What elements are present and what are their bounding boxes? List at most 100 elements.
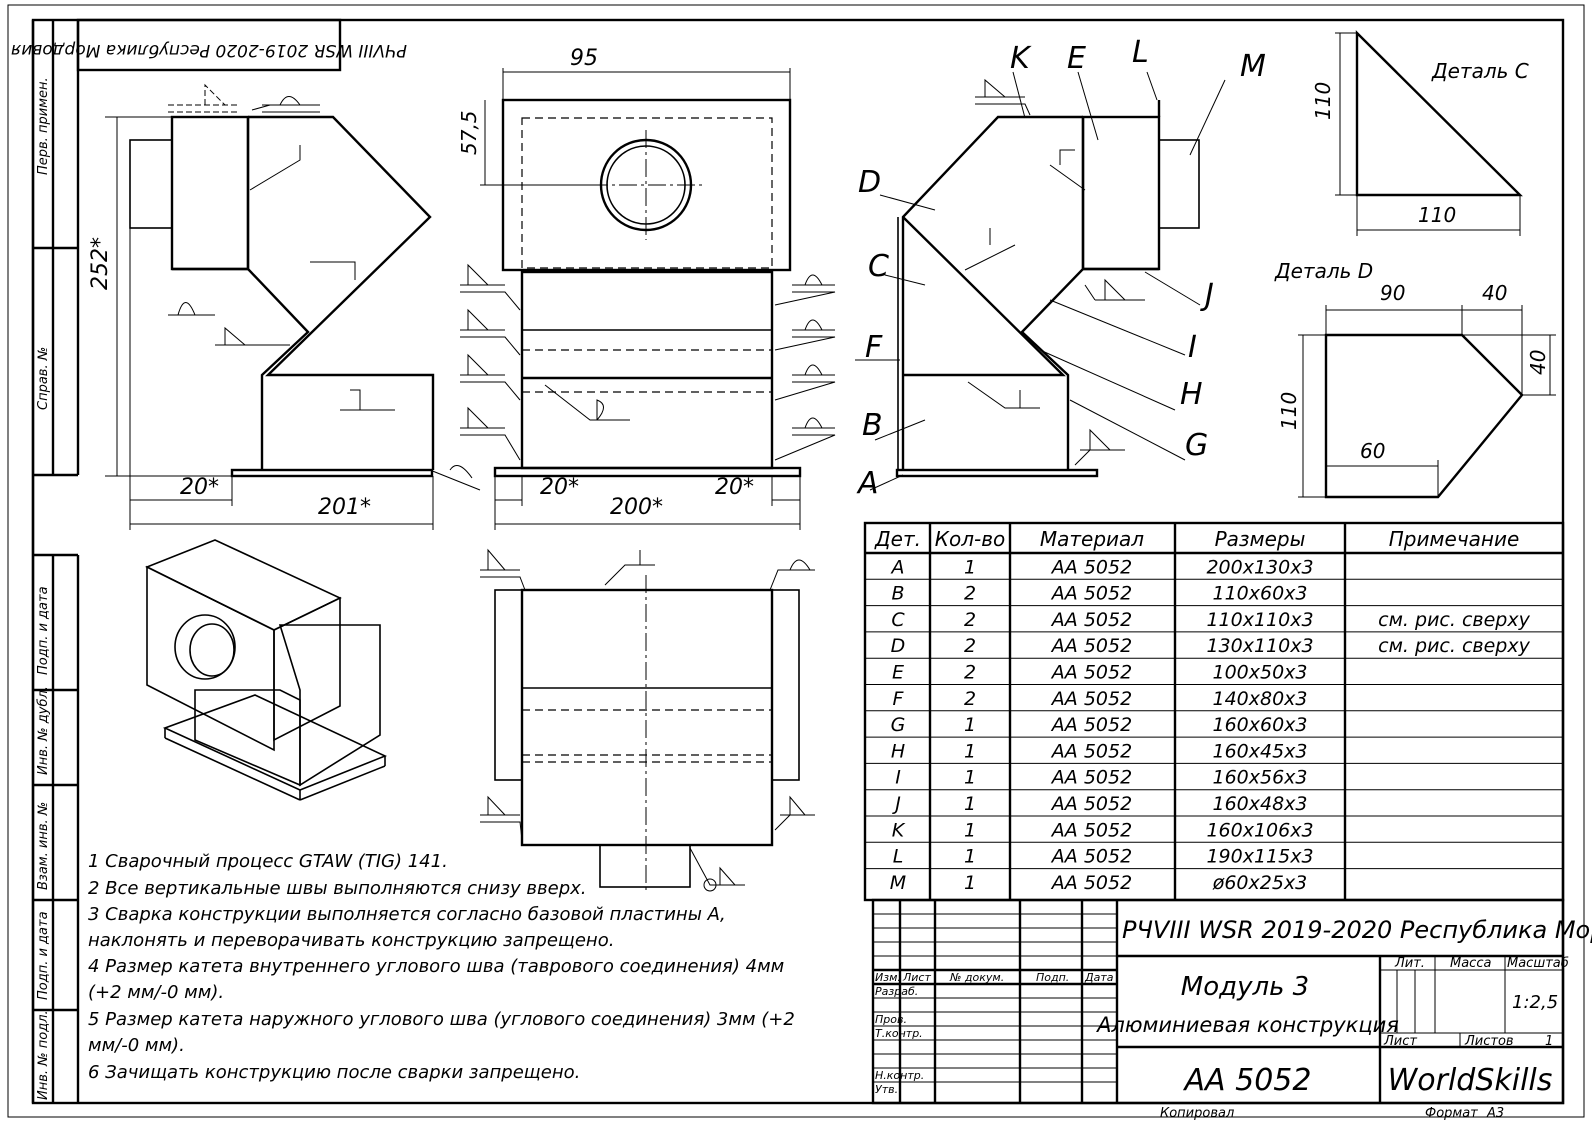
tb-role-3: Т.контр. xyxy=(875,1027,923,1040)
table-cell: AA 5052 xyxy=(1050,662,1132,684)
note-line: 1 Сварочный процесс GTAW (TIG) 141. xyxy=(88,851,448,872)
table-cell: A xyxy=(890,556,905,578)
tb-role-4: Н.контр. xyxy=(875,1069,924,1082)
table-cell: AA 5052 xyxy=(1050,556,1132,578)
letter-l: L xyxy=(1132,35,1149,70)
th-material: Материал xyxy=(1040,527,1144,551)
note-line: 2 Все вертикальные швы выполняются снизу… xyxy=(88,878,587,899)
right-view xyxy=(855,71,1226,491)
th-size: Размеры xyxy=(1215,527,1306,551)
table-cell: AA 5052 xyxy=(1050,846,1132,868)
table-cell: B xyxy=(891,583,904,605)
dim-front-flange-r: 20* xyxy=(715,475,754,500)
dim-front-side: 57,5 xyxy=(457,110,481,155)
table-cell: 1 xyxy=(964,793,976,815)
detail-c: 110 110 xyxy=(1311,30,1523,236)
dim-c-v: 110 xyxy=(1311,82,1335,120)
table-cell: 2 xyxy=(964,662,976,684)
dim-front-base: 200* xyxy=(610,495,663,520)
table-cell: I xyxy=(895,767,901,789)
strip-label-5: Взам. инв. № xyxy=(36,802,51,890)
table-cell: G xyxy=(891,714,906,736)
tb-format-label: Формат xyxy=(1425,1106,1478,1121)
table-cell: AA 5052 xyxy=(1050,872,1132,894)
strip-label-6: Подп. и дата xyxy=(36,911,51,1000)
table-cell: 2 xyxy=(964,583,976,605)
table-cell: J xyxy=(891,793,901,815)
dim-d-right: 40 xyxy=(1526,350,1550,375)
table-cell: AA 5052 xyxy=(1050,793,1132,815)
tb-sheets: Листов xyxy=(1464,1034,1514,1049)
letter-m: M xyxy=(1240,49,1266,84)
letter-e: E xyxy=(1067,41,1086,76)
dim-c-h: 110 xyxy=(1418,203,1456,227)
table-cell: AA 5052 xyxy=(1050,767,1132,789)
note-line: наклонять и переворачивать конструкцию з… xyxy=(88,930,614,951)
tb-role-2: Пров. xyxy=(875,1013,907,1026)
tb-lit: Лит. xyxy=(1394,956,1425,971)
dim-front-top: 95 xyxy=(570,46,598,71)
tb-sheets-count: 1 xyxy=(1545,1034,1553,1049)
tb-izm: Изм. xyxy=(875,971,901,984)
tb-material: AA 5052 xyxy=(1183,1063,1312,1098)
table-cell: L xyxy=(893,846,904,868)
table-cell: 1 xyxy=(964,846,976,868)
table-cell: 130x110x3 xyxy=(1206,635,1313,657)
dim-d-bottom: 60 xyxy=(1360,439,1385,463)
letter-d: D xyxy=(858,165,881,200)
table-cell: AA 5052 xyxy=(1050,688,1132,710)
letter-c: C xyxy=(868,249,889,284)
table-cell: AA 5052 xyxy=(1050,583,1132,605)
table-cell: 200x130x3 xyxy=(1206,556,1313,578)
letter-i: I xyxy=(1188,330,1197,365)
table-cell: см. рис. сверху xyxy=(1378,635,1530,657)
table-cell: 160x48x3 xyxy=(1212,793,1307,815)
table-cell: 160x56x3 xyxy=(1212,767,1307,789)
tb-scale-label: Масштаб xyxy=(1507,956,1569,971)
tb-doc: № докум. xyxy=(949,971,1004,984)
table-cell: AA 5052 xyxy=(1050,740,1132,762)
outer-frame xyxy=(7,4,1585,1118)
th-qty: Кол-во xyxy=(935,527,1005,551)
rotated-stamp-text: РЧVIII WSR 2019-2020 Республика Мордовия xyxy=(11,40,407,60)
tb-mass: Масса xyxy=(1450,956,1491,971)
strip-label-4: Инв. № дубл. xyxy=(36,686,51,775)
tb-date: Дата xyxy=(1084,971,1114,984)
table-cell: 2 xyxy=(964,635,976,657)
strip-label-3: Подп. и дата xyxy=(36,586,51,675)
side-strip: Перв. примен. Справ. № Подп. и дата Инв.… xyxy=(31,20,80,1103)
tb-company: WorldSkills xyxy=(1388,1063,1553,1098)
dim-d-top-a: 90 xyxy=(1380,281,1405,305)
table-cell: K xyxy=(892,819,906,841)
strip-label-1: Перв. примен. xyxy=(36,77,51,175)
table-cell: 190x115x3 xyxy=(1206,846,1313,868)
table-cell: D xyxy=(891,635,906,657)
table-cell: 100x50x3 xyxy=(1212,662,1307,684)
detail-c-title: Деталь С xyxy=(1431,59,1529,83)
table-cell: 110x60x3 xyxy=(1212,583,1307,605)
table-cell: 160x45x3 xyxy=(1212,740,1307,762)
dim-left-flange: 20* xyxy=(180,475,219,500)
table-cell: 160x60x3 xyxy=(1212,714,1307,736)
table-cell: AA 5052 xyxy=(1050,819,1132,841)
table-cell: M xyxy=(890,872,906,894)
table-cell: AA 5052 xyxy=(1050,609,1132,631)
strip-label-2: Справ. № xyxy=(36,347,51,410)
table-cell: 140x80x3 xyxy=(1212,688,1307,710)
strip-label-7: Инв. № подл. xyxy=(36,1010,51,1100)
note-line: 4 Размер катета внутреннего углового шва… xyxy=(88,956,784,977)
table-cell: 1 xyxy=(964,872,976,894)
letter-j: J xyxy=(1200,278,1214,313)
tb-format: A3 xyxy=(1486,1106,1504,1121)
tb-sign: Подп. xyxy=(1036,971,1069,984)
title-block: Изм. Лист № докум. Подп. Дата Разраб. Пр… xyxy=(871,898,1592,1121)
th-note: Примечание xyxy=(1389,527,1520,551)
left-view: 252* 201* 20* xyxy=(88,83,481,530)
table-cell: 2 xyxy=(964,609,976,631)
table-cell: E xyxy=(892,662,904,684)
table-cell: см. рис. сверху xyxy=(1378,609,1530,631)
note-line: 3 Сварка конструкции выполняется согласн… xyxy=(88,904,726,925)
note-line: мм/-0 мм). xyxy=(88,1035,185,1056)
isometric-view xyxy=(145,539,388,801)
table-cell: C xyxy=(891,609,905,631)
